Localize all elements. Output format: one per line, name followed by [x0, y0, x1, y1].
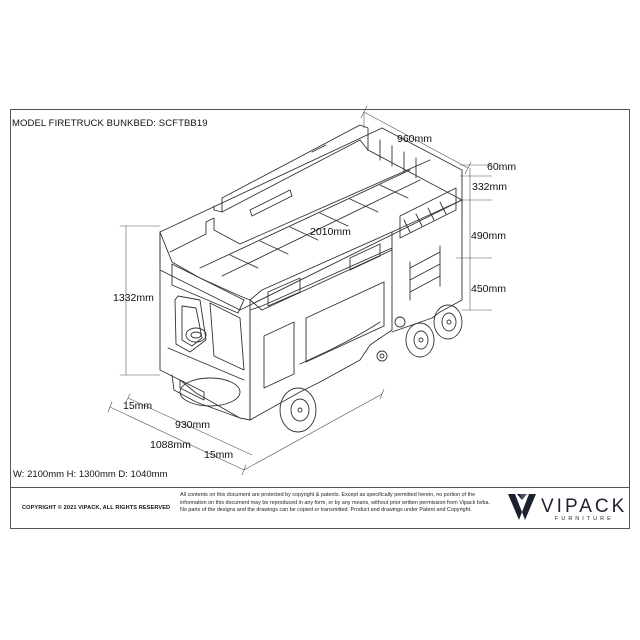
wheels	[279, 304, 463, 433]
brand-tagline: FURNITURE	[555, 516, 614, 522]
drawing-frame	[10, 109, 630, 529]
dim-height: 1332mm	[113, 292, 154, 304]
dim-lower-section: 450mm	[471, 283, 507, 295]
overall-size: W: 2100mm H: 1300mm D: 1040mm	[13, 469, 168, 480]
footer-divider	[10, 487, 630, 488]
dim-total-depth: 1088mm	[150, 439, 191, 451]
dim-upper-rail: 332mm	[472, 181, 508, 193]
bed-body	[159, 124, 463, 421]
dim-top-gap: 60mm	[487, 161, 517, 173]
dim-side-left: 15mm	[123, 400, 153, 412]
dim-mid-section: 490mm	[471, 230, 507, 242]
dim-top-width: 960mm	[397, 133, 433, 145]
brand-logo: VIPACK FURNITURE	[508, 492, 628, 526]
dim-side-right: 15mm	[204, 449, 234, 461]
copyright-notice: COPYRIGHT © 2021 VIPACK, ALL RIGHTS RESE…	[22, 505, 171, 511]
model-title: MODEL FIRETRUCK BUNKBED: SCFTBB19	[12, 118, 208, 129]
dimension-lines	[107, 105, 493, 476]
brand-name: VIPACK	[541, 496, 628, 517]
dim-length: 2010mm	[310, 226, 351, 238]
dim-depth: 930mm	[175, 419, 211, 431]
legal-text: All contents on this document are protec…	[180, 492, 491, 514]
vipack-logo-mark	[508, 494, 536, 520]
